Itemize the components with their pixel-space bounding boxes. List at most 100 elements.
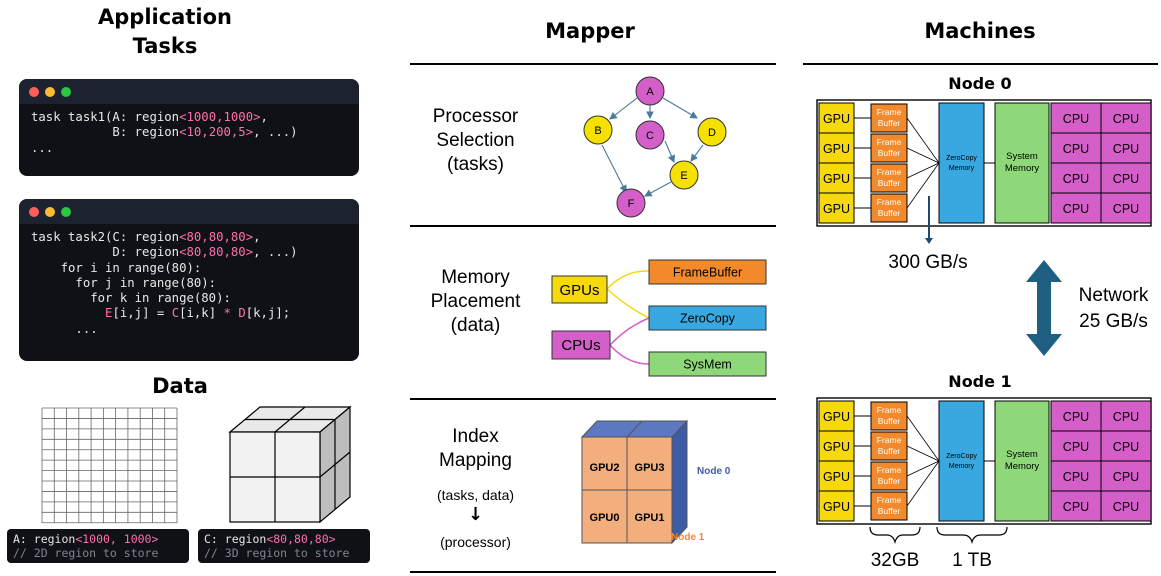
- sysmem-label: SysMem: [683, 358, 732, 372]
- gpu-cube-side: [671, 419, 688, 545]
- code-task1: task task1(A: region<1000,1000>, B: regi…: [19, 104, 359, 156]
- index-mapping-label: Index Mapping: [408, 425, 543, 473]
- cpus-label: CPUs: [561, 337, 600, 354]
- code-line: for k in range(80):: [31, 291, 231, 306]
- graph-node-label: D: [708, 127, 716, 139]
- node1-title: Node 1: [948, 372, 1012, 391]
- memory-placement-diagram: GPUs CPUs FrameBuffer ZeroCopy SysMem: [551, 259, 767, 377]
- minimize-dot-icon: [45, 87, 55, 97]
- framebuffer-label: Frame: [877, 197, 902, 207]
- code-text: , ...): [253, 125, 298, 140]
- index-mapping-input: (tasks, data): [436, 487, 515, 503]
- gpu-label: GPU: [823, 202, 850, 216]
- size-braces: [869, 526, 1008, 545]
- index-mapping-output: (processor): [440, 534, 511, 550]
- code-line: ...: [31, 140, 54, 155]
- framebuffer-label: Buffer: [878, 446, 901, 456]
- code-op: *: [223, 306, 231, 321]
- framebuffer-label: Buffer: [878, 506, 901, 516]
- tasks-column-title: Application Tasks: [60, 3, 270, 61]
- code-line: task task1(A: region<1000,1000>,: [31, 110, 268, 124]
- grid-2d-figure: [41, 407, 178, 524]
- code-line: B: region<10,200,5>, ...): [31, 125, 298, 140]
- code-args: <10,200,5>: [179, 125, 254, 140]
- graph-node-label: A: [646, 86, 654, 98]
- code-text: A: region: [13, 532, 76, 546]
- code-line: D: region<80,80,80>, ...): [31, 245, 298, 260]
- graph-node-label: F: [628, 198, 635, 210]
- framebuffer-label: Frame: [877, 495, 902, 505]
- task-graph: A B C D E F: [583, 76, 727, 218]
- label-line: Selection: [436, 130, 515, 151]
- code-text: task task1(A: region: [31, 110, 180, 124]
- code-task2: task task2(C: region<80,80,80>, D: regio…: [19, 224, 359, 337]
- system-memory-label: System: [1006, 449, 1038, 460]
- snippet-region-c: C: region<80,80,80> // 3D region to stor…: [198, 529, 370, 563]
- code-var: E: [105, 306, 113, 321]
- fb-zerocopy-link: [906, 162, 940, 209]
- cpu-label: CPU: [1113, 142, 1139, 156]
- maximize-dot-icon: [61, 87, 71, 97]
- processor-selection-label: Processor Selection (tasks): [408, 105, 543, 177]
- code-line: ...: [31, 321, 98, 336]
- bandwidth-label: 300 GB/s: [888, 252, 968, 273]
- zerocopy-label: ZeroCopy: [680, 312, 736, 326]
- system-memory-label: Memory: [1005, 461, 1040, 472]
- framebuffer-label: FrameBuffer: [673, 266, 742, 280]
- system-memory-block: [994, 400, 1050, 522]
- zerocopy-label: ZeroCopy: [946, 453, 977, 460]
- cpu-label: CPU: [1113, 500, 1139, 514]
- code-window-titlebar: [19, 79, 359, 104]
- label-line: Index: [452, 426, 499, 447]
- gpus-box: [551, 275, 608, 304]
- fb-zerocopy-link: [906, 460, 940, 507]
- gpu-block: [818, 192, 855, 224]
- code-line: E[i,j] = C[i,k] * D[k,j];: [31, 306, 290, 320]
- cpus-box: [551, 330, 611, 360]
- label-line: Placement: [430, 291, 521, 312]
- code-line: for i in range(80):: [31, 260, 202, 275]
- framebuffer-box: [648, 259, 767, 285]
- zerocopy-label: Memory: [949, 463, 975, 470]
- code-text: D: region: [31, 245, 180, 260]
- cpu-block: [1100, 460, 1152, 492]
- framebuffer-label: Buffer: [878, 178, 901, 188]
- tasks-title-line2: Tasks: [132, 34, 198, 58]
- cpu-label: CPU: [1113, 112, 1139, 126]
- cpu-label: CPU: [1113, 202, 1139, 216]
- mapper-divider-2: [410, 398, 776, 400]
- minimize-dot-icon: [45, 207, 55, 217]
- mapper-divider-bottom: [410, 571, 776, 573]
- cpu-label: CPU: [1063, 500, 1089, 514]
- code-args: <1000, 1000>: [75, 532, 159, 546]
- code-window-titlebar: [19, 199, 359, 224]
- tasks-title-line1: Application: [98, 5, 232, 29]
- cube-node0-label: Node 0: [697, 466, 731, 477]
- cpu-label: CPU: [1063, 172, 1089, 186]
- cube-node1-label: Node 1: [671, 532, 705, 543]
- label-line: Memory: [441, 267, 510, 288]
- system-memory-block: [994, 102, 1050, 224]
- code-text: [k,j];: [245, 306, 291, 321]
- code-window-task1: task task1(A: region<1000,1000>, B: regi…: [19, 79, 359, 176]
- code-text: , ...): [253, 245, 298, 260]
- gpu-block: [818, 430, 855, 462]
- code-var: D: [238, 306, 246, 321]
- cpu-label: CPU: [1063, 440, 1089, 454]
- memory-placement-label: Memory Placement (data): [408, 266, 543, 338]
- sysmem-box: [648, 351, 767, 377]
- framebuffer-label: Buffer: [878, 208, 901, 218]
- code-args: <1000,1000>: [179, 110, 261, 124]
- system-memory-label: System: [1006, 151, 1038, 162]
- label-line: Processor: [432, 106, 519, 127]
- graph-node-b: [583, 115, 613, 145]
- mapper-divider-1: [410, 225, 776, 227]
- framebuffer-label: Frame: [877, 107, 902, 117]
- graph-node-a: [635, 76, 665, 106]
- system-memory-label: Memory: [1005, 163, 1040, 174]
- graph-node-e: [669, 160, 699, 190]
- code-comment: // 2D region to store: [13, 546, 159, 560]
- zerocopy-memory-block: [938, 400, 985, 522]
